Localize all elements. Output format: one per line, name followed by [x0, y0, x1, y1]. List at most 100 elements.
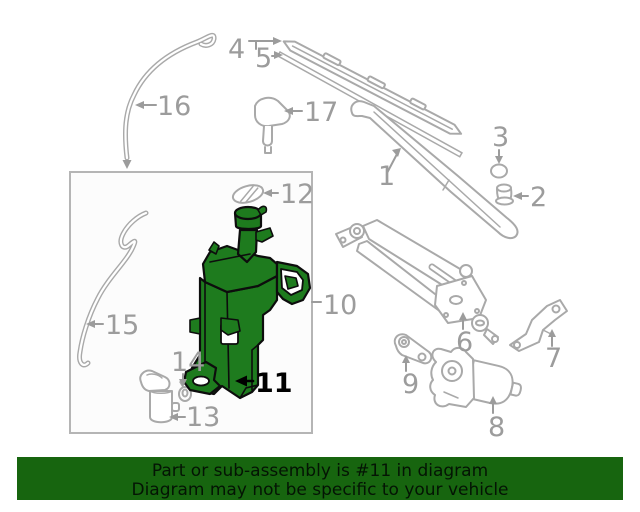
grommet14-hole	[181, 388, 189, 398]
linkage-plate-hole	[474, 308, 480, 314]
blade-spine	[291, 45, 453, 130]
bracket9-hole	[401, 339, 407, 345]
arrowhead	[263, 189, 272, 197]
bracket7-hole	[551, 304, 561, 314]
callout-7: 7	[545, 329, 562, 374]
reservoir-filler-tab	[257, 205, 268, 216]
linkage-pivot	[349, 223, 365, 239]
arrowhead	[284, 107, 293, 115]
callout-label: 3	[492, 122, 509, 153]
arrowhead	[392, 148, 401, 157]
callout-label: 8	[488, 412, 505, 443]
arrowhead	[495, 156, 503, 164]
reservoir-side-tab	[189, 317, 201, 335]
callout-2: 2	[513, 182, 547, 213]
callout-label: 11	[255, 368, 293, 399]
bracket7-bend	[542, 329, 552, 335]
linkage-slot-inner	[430, 265, 457, 285]
arrowhead	[513, 192, 522, 200]
arrowhead	[235, 375, 247, 387]
nozzle-body	[254, 96, 291, 128]
part-bracket-9	[393, 333, 433, 365]
reservoir-wing-rib	[284, 275, 299, 290]
blade-bracket	[409, 97, 427, 111]
callout-6: 6	[456, 312, 473, 358]
callout-12: 12	[263, 179, 314, 210]
grommet-top	[496, 183, 512, 193]
bracket9-hole	[417, 352, 427, 362]
motor-shaft-nub	[509, 381, 522, 397]
arm-body	[350, 100, 519, 240]
linkage-plate-hole	[443, 312, 449, 318]
nozzle-stem	[262, 125, 273, 147]
callout-label: 7	[545, 343, 562, 374]
bracket7-body	[509, 299, 568, 352]
part-washer-pump-13	[139, 369, 180, 424]
part-pump-grommet-14	[178, 381, 192, 402]
callout-label: 14	[171, 347, 205, 378]
pump-top-line	[149, 390, 173, 394]
callout-1: 1	[378, 148, 401, 192]
part-washer-nozzle-17	[254, 96, 291, 154]
part-washer-hose-16	[122, 32, 217, 169]
linkage-right-pivot-hole	[475, 319, 485, 327]
callout-label: 6	[456, 327, 473, 358]
cap-rib	[245, 187, 259, 203]
reservoir-foot-hole	[192, 375, 210, 387]
arrowhead	[179, 379, 187, 387]
pump-body	[149, 390, 173, 424]
part-wiper-linkage-6	[335, 219, 499, 345]
reservoir-top-line	[209, 253, 251, 263]
arm-inner-line	[373, 111, 501, 228]
linkage-ball-stud	[459, 264, 473, 278]
blade-bracket	[322, 52, 342, 67]
motor-pulley	[441, 360, 463, 382]
callout-16: 16	[135, 91, 191, 122]
reservoir-top-horn	[208, 241, 220, 255]
reservoir-clip-flap	[220, 317, 241, 336]
reservoir-edge	[251, 344, 259, 391]
callout-label: 12	[280, 179, 314, 210]
linkage-right-pivot	[471, 314, 489, 332]
part-wiper-arm-1	[350, 100, 519, 240]
callout-17: 17	[284, 97, 338, 128]
part-reservoir-hose-15	[77, 210, 149, 368]
reservoir-bottom-line	[239, 384, 259, 399]
reservoir-filler-mouth	[233, 205, 263, 221]
part-wiper-motor-8	[429, 346, 522, 408]
part-oring-3	[490, 163, 508, 179]
arm-notch	[442, 179, 450, 191]
hose15-core	[78, 211, 148, 367]
cap-rib	[239, 185, 254, 203]
callout-label: 4	[228, 34, 245, 65]
arrowhead	[86, 320, 95, 328]
bracket7-hole	[513, 341, 521, 349]
grommet14-tab	[179, 381, 184, 388]
arrowhead	[274, 51, 283, 59]
callout-11-highlighted: 11	[235, 368, 293, 399]
callout-13: 13	[169, 402, 220, 433]
part-grommet-2	[495, 183, 514, 206]
nozzle-tip	[264, 146, 272, 154]
part-reservoir-cap-12	[231, 184, 265, 204]
refill-end	[458, 152, 463, 158]
grommet14-ring	[178, 386, 192, 402]
callout-label: 1	[378, 161, 395, 192]
callout-8: 8	[488, 396, 505, 443]
callout-4: 4	[228, 34, 282, 65]
reservoir-neck	[236, 228, 259, 264]
banner: Part or sub-assembly is #11 in diagram D…	[17, 457, 623, 500]
grommet-flange	[495, 196, 514, 206]
arrowhead	[459, 312, 467, 320]
hose-end-arrow	[122, 160, 132, 169]
refill-edge	[279, 51, 463, 154]
arrowhead	[402, 355, 410, 363]
callout-label: 13	[186, 402, 220, 433]
callout-15: 15	[86, 310, 139, 341]
arrowhead	[489, 396, 497, 404]
arrowhead	[273, 37, 282, 45]
part-bracket-7	[509, 299, 568, 352]
callout-3: 3	[492, 122, 509, 164]
callout-label: 9	[402, 369, 419, 400]
